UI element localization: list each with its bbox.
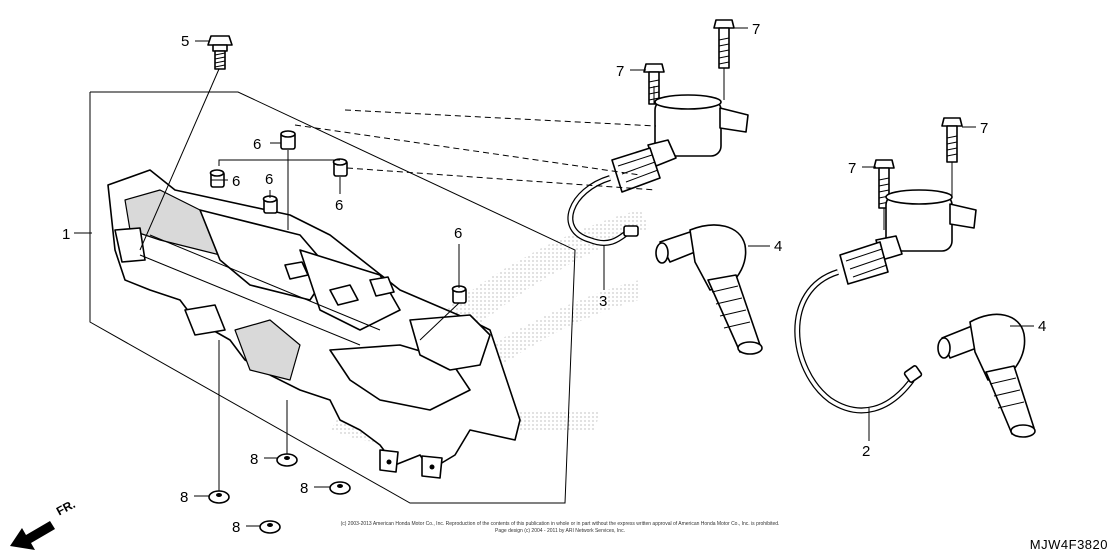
nut-part-8a[interactable]: [276, 453, 298, 467]
callout-4a: 4: [774, 238, 782, 255]
callout-7b: 7: [752, 21, 760, 38]
bolt-part-7b[interactable]: [713, 19, 735, 69]
callout-4b: 4: [1038, 318, 1046, 335]
assembly-boundary: [89, 91, 576, 504]
callout-labels: 1 2 3 4 4 5 6 6 6 6 6 7 7 7 7 8 8 8 8: [62, 21, 1046, 536]
collar-part-6a[interactable]: [280, 130, 296, 150]
copyright-line-1: (c) 2003-2013 American Honda Motor Co., …: [340, 521, 780, 527]
copyright-notice: (c) 2003-2013 American Honda Motor Co., …: [260, 521, 860, 535]
coil-bracket-part[interactable]: [107, 169, 521, 479]
callout-2: 2: [862, 443, 870, 460]
callout-6b: 6: [232, 173, 240, 190]
collar-part-6d[interactable]: [332, 158, 348, 177]
ignition-coil-part-2[interactable]: [794, 189, 977, 414]
collar-part-6c[interactable]: [262, 195, 278, 214]
bolt-part-5[interactable]: [207, 35, 233, 70]
nut-part-8c[interactable]: [329, 481, 351, 495]
callout-7c: 7: [848, 160, 856, 177]
callout-5: 5: [181, 33, 189, 50]
callout-8b: 8: [180, 489, 188, 506]
collar-part-6b[interactable]: [209, 169, 225, 188]
callout-7a: 7: [616, 63, 624, 80]
bolt-part-7d[interactable]: [941, 117, 963, 163]
front-direction-arrow-icon: [10, 521, 55, 550]
callout-6d: 6: [335, 197, 343, 214]
callout-8c: 8: [300, 480, 308, 497]
callout-1: 1: [62, 226, 70, 243]
nut-part-8b[interactable]: [208, 490, 230, 504]
diagram-code: MJW4F3820: [1029, 537, 1108, 552]
callout-3: 3: [599, 293, 607, 310]
leader-lines: [74, 27, 1034, 527]
callout-6a: 6: [253, 136, 261, 153]
callout-6c: 6: [265, 171, 273, 188]
copyright-line-2: Page design (c) 2004 - 2011 by ARI Netwo…: [495, 528, 625, 534]
bolt-part-7c[interactable]: [873, 159, 895, 209]
plug-cap-part-4a[interactable]: [655, 224, 763, 355]
plug-cap-part-4b[interactable]: [937, 313, 1036, 438]
callout-7d: 7: [980, 120, 988, 137]
callout-8a: 8: [250, 451, 258, 468]
callout-8d: 8: [232, 519, 240, 536]
callout-6e: 6: [454, 225, 462, 242]
ignition-coil-part-3[interactable]: [567, 94, 749, 246]
collar-part-6e[interactable]: [451, 285, 467, 304]
nut-part-8d[interactable]: [259, 520, 281, 534]
